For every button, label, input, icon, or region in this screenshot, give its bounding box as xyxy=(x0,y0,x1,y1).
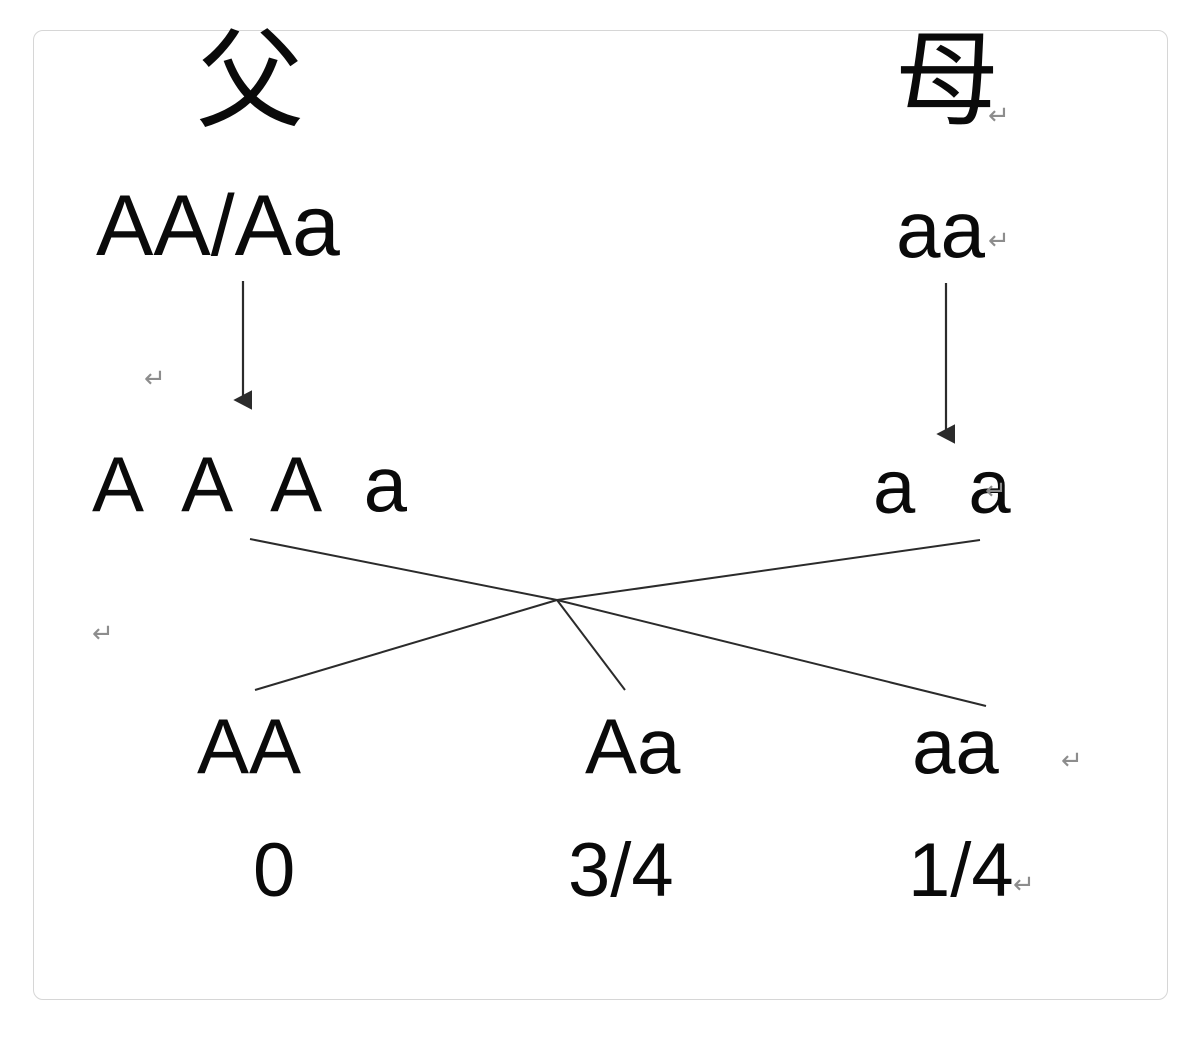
mother-gametes: a a xyxy=(873,445,1027,530)
slide-content-card xyxy=(33,30,1168,1000)
return-mark-icon: ↵ xyxy=(92,619,114,649)
mother-genotype: aa xyxy=(896,185,985,274)
offspring-genotype-homozygous-recessive: aa xyxy=(912,702,999,790)
father-label-character: 父 xyxy=(196,19,305,144)
return-mark-icon: ↵ xyxy=(144,364,166,394)
return-mark-icon: ↵ xyxy=(988,101,1010,131)
father-genotype: AA/Aa xyxy=(96,178,340,274)
return-mark-icon: ↵ xyxy=(1013,870,1035,900)
offspring-ratio-heterozygous: 3/4 xyxy=(568,828,674,913)
offspring-ratio-homozygous-recessive: 1/4 xyxy=(908,828,1014,913)
return-mark-icon: ↵ xyxy=(985,476,1007,506)
return-mark-icon: ↵ xyxy=(988,226,1010,256)
return-mark-icon: ↵ xyxy=(1061,746,1083,776)
father-gametes: A A A a xyxy=(92,440,419,528)
offspring-genotype-heterozygous: Aa xyxy=(585,702,681,790)
offspring-genotype-homozygous-dominant: AA xyxy=(197,702,302,790)
mother-label-character: 母 xyxy=(895,19,1000,141)
offspring-ratio-homozygous-dominant: 0 xyxy=(253,828,296,913)
